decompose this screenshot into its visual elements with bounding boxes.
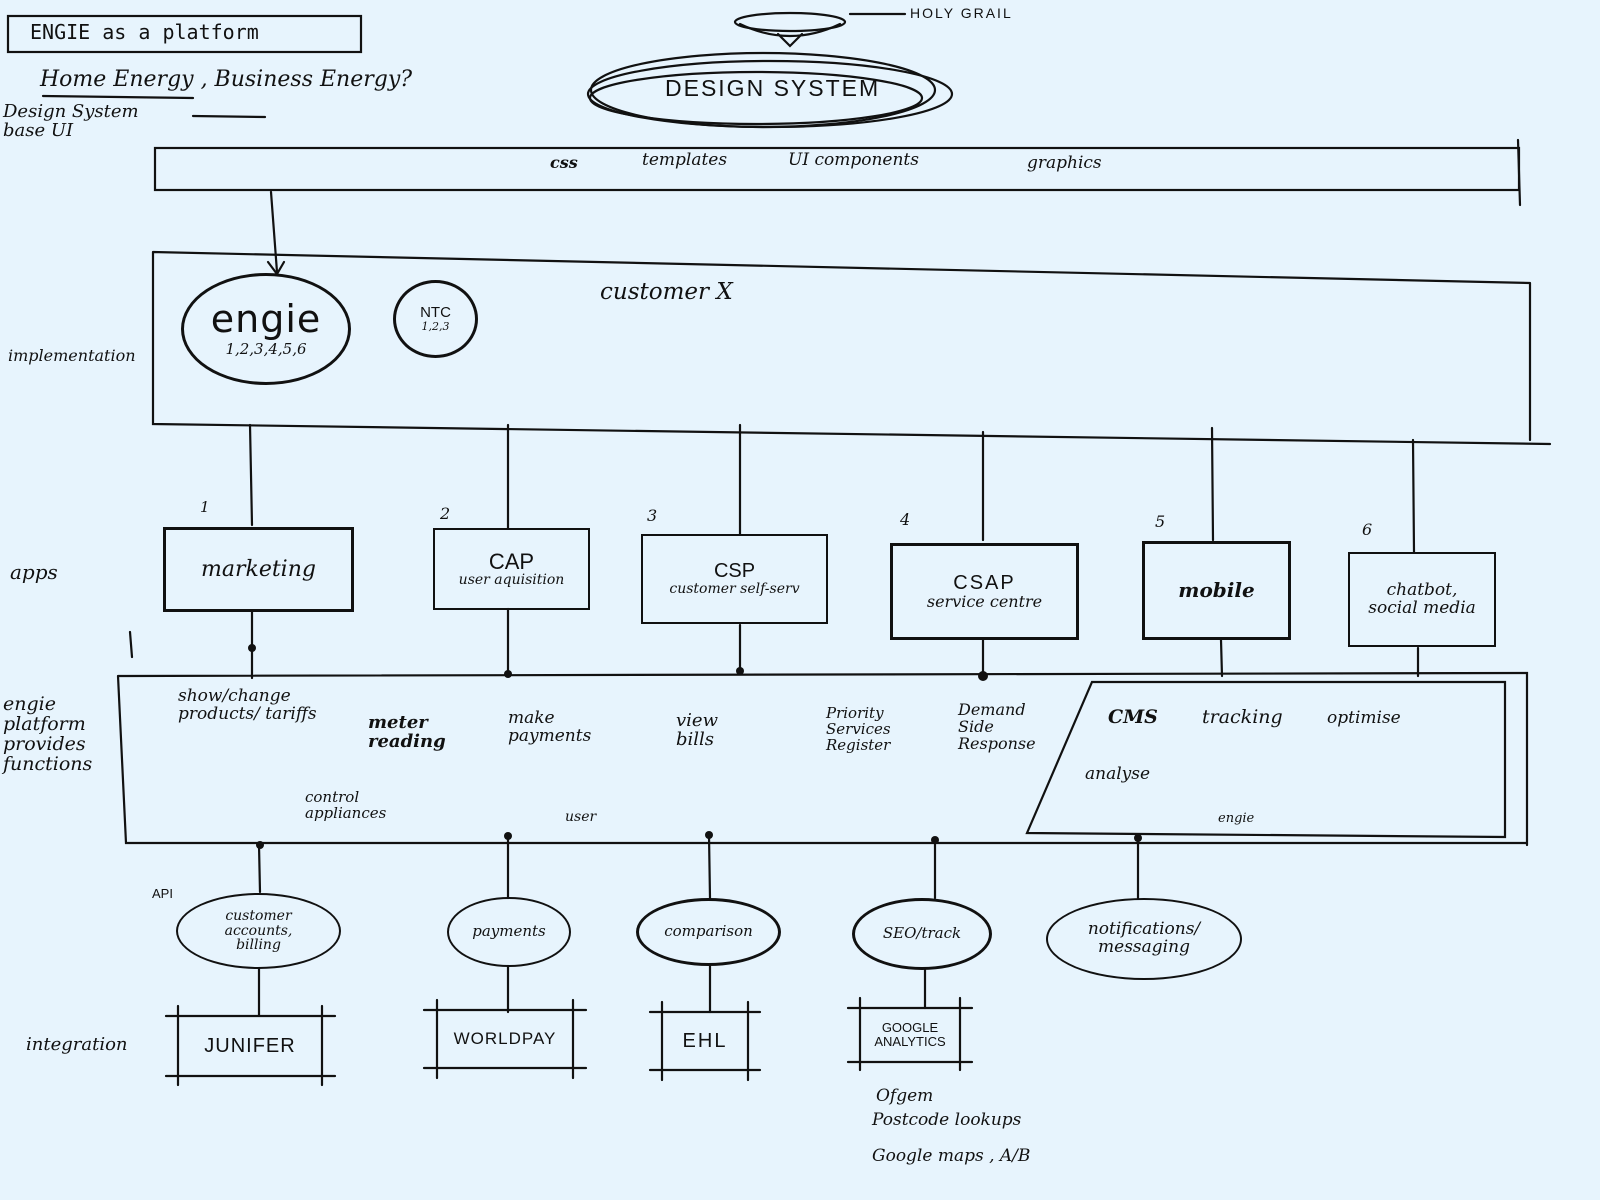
app-title: marketing [201,556,316,582]
row-label-api: API [152,886,173,901]
app-mobile[interactable]: mobile [1142,541,1291,640]
app-subtitle: user aquisition [458,572,565,589]
app-number: 2 [440,504,451,523]
app-chatbot[interactable]: chatbot, social media [1348,552,1496,647]
engie-implementation[interactable]: engie 1,2,3,4,5,6 [181,273,351,385]
app-cap[interactable]: CAP user aquisition [433,528,590,610]
app-number: 3 [647,506,658,525]
api-notifications[interactable]: notifications/ messaging [1046,898,1242,980]
app-subtitle: customer self-serv [669,581,800,598]
row-label-apps: apps [10,560,58,584]
api-label: comparison [664,922,753,941]
function-tracking: tracking [1202,706,1283,728]
integration-worldpay[interactable]: WORLDPAY [437,1010,573,1068]
function-view-bills: view bills [676,710,718,750]
holy-grail-icon [733,11,847,33]
function-products: show/change products/ tariffs [178,686,317,724]
engie-app-numbers: 1,2,3,4,5,6 [225,340,307,359]
row-label-base-ui: Design System base UI [3,101,139,141]
api-label: payments [472,922,546,941]
app-csap[interactable]: CSAP service centre [890,543,1079,640]
integration-label: GOOGLE ANALYTICS [874,1020,946,1049]
app-title: mobile [1178,578,1255,602]
integration-label: WORLDPAY [453,1029,557,1049]
function-engie: engie [1218,811,1255,826]
function-analyse: analyse [1085,764,1151,784]
ntc-label: NTC [420,304,451,322]
integration-ehl[interactable]: EHL [662,1012,748,1070]
integration-label: JUNIFER [204,1034,296,1057]
api-customer-accounts[interactable]: customer accounts, billing [176,893,341,969]
integration-junifer[interactable]: JUNIFER [178,1016,322,1076]
note-postcode: Postcode lookups [872,1110,1022,1130]
ntc-implementation[interactable]: NTC 1,2,3 [393,280,478,358]
subtitle: Home Energy , Business Energy? [40,67,413,92]
app-title: CSP [713,560,756,583]
function-make-payments: make payments [508,708,592,746]
function-meter-reading: meter reading [368,712,446,752]
app-title: CSAP [953,571,1016,594]
function-priority-services: Priority Services Register [826,704,891,754]
app-subtitle: service centre [926,591,1043,611]
design-system-label: DESIGN SYSTEM [665,75,881,101]
function-control-appliances: control appliances [305,788,387,822]
note-ofgem: Ofgem [876,1086,934,1106]
app-csp[interactable]: CSP customer self-serv [641,534,828,624]
app-title: chatbot, social media [1368,579,1476,618]
base-ui-item-templates: templates [642,150,728,170]
function-optimise: optimise [1327,708,1401,728]
title-box [6,14,363,54]
engie-logo: engie [210,297,322,342]
base-ui-item-graphics: graphics [1027,153,1102,173]
function-demand-side: Demand Side Response [958,700,1036,753]
integration-google-analytics[interactable]: GOOGLE ANALYTICS [860,1008,960,1062]
base-ui-item-ui-components: UI components [788,150,919,170]
row-label-integration: integration [26,1034,128,1055]
holy-grail-label: HOLY GRAIL [910,5,1013,21]
function-cms: CMS [1108,706,1158,728]
platform-box [116,630,1529,847]
api-payments[interactable]: payments [447,897,571,967]
note-google-maps: Google maps , A/B [872,1146,1031,1166]
row-label-platform: engie platform provides functions [3,693,93,775]
app-number: 1 [200,498,210,516]
api-label: notifications/ messaging [1087,919,1201,957]
app-number: 4 [900,510,911,529]
row-label-implementation: implementation [8,346,136,365]
app-number: 5 [1155,512,1166,531]
api-comparison[interactable]: comparison [636,898,781,966]
page-title: ENGIE as a platform [30,20,259,44]
function-user: user [565,809,597,825]
base-ui-item-css: css [550,153,578,172]
api-seo-track[interactable]: SEO/track [852,898,992,970]
integration-label: EHL [682,1029,728,1052]
implementation-box [151,250,1552,446]
platform-engie-partition [1025,680,1507,839]
app-marketing[interactable]: marketing [163,527,354,612]
ntc-numbers: 1,2,3 [421,320,450,334]
customer-x-label: customer X [600,279,733,305]
api-label: SEO/track [882,924,962,943]
api-label: customer accounts, billing [224,907,293,954]
app-number: 6 [1362,520,1373,539]
app-title: CAP [488,549,535,575]
